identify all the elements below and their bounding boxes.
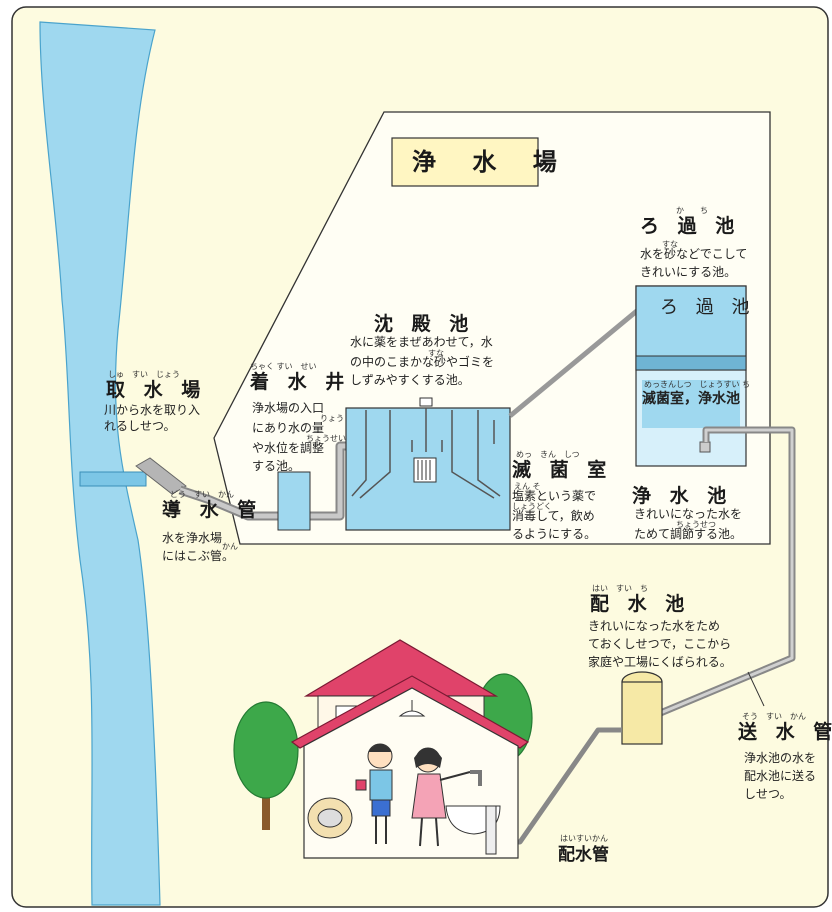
disinfection-tank-ruby: めっきんしつ じょうすい ち bbox=[644, 380, 751, 389]
clean-reservoir-heading: 浄 水 池 bbox=[632, 485, 733, 507]
filtration-ruby: か ち bbox=[676, 206, 708, 215]
mixer-motor bbox=[419, 397, 433, 407]
filtration-desc-1: 水を砂などでこして bbox=[640, 247, 748, 261]
sedimentation-heading: 沈 殿 池 bbox=[374, 313, 475, 335]
sediment-grille bbox=[413, 457, 437, 483]
clean-reservoir-desc-2: ためて調節する池。 bbox=[634, 527, 743, 541]
sedimentation-desc-1: 水に薬をまぜあわせて，水 bbox=[350, 335, 493, 349]
girl bbox=[411, 747, 471, 847]
distribution-reservoir-heading: 配 水 池 bbox=[590, 593, 691, 615]
conduit-desc-1: 水を浄水場 bbox=[162, 531, 223, 545]
transmission-pipe-inner bbox=[657, 428, 794, 716]
intake-ruby: しゅ すい じょう bbox=[108, 370, 180, 379]
disinfection-ruby-1: えん そ bbox=[514, 482, 541, 491]
disinfection-heading: 滅 菌 室 bbox=[512, 459, 613, 481]
intake-desc-1: 川から水を取り入 bbox=[104, 403, 201, 417]
disinfection-desc-1: 塩素という薬で bbox=[512, 489, 597, 503]
receiving-well-desc-3: や水位を調整 bbox=[252, 441, 325, 455]
conduit-ruby: どう すい かん bbox=[170, 490, 234, 499]
disinfection-tank-label: 滅菌室，浄水池 bbox=[642, 391, 740, 407]
distribution-reservoir-desc-2: ておくしせつで，ここから bbox=[588, 637, 732, 651]
receiving-well-desc-2: にあり水の量 bbox=[252, 421, 325, 435]
intake-desc-2: れるしせつ。 bbox=[104, 419, 176, 433]
outlet-valve bbox=[699, 441, 711, 453]
transmission-desc-1: 浄水池の水を bbox=[744, 751, 817, 765]
filtration-ruby-small: すな bbox=[662, 240, 678, 249]
intake-heading: 取 水 場 bbox=[106, 379, 207, 401]
sedimentation-desc-3: しずみやすくする池。 bbox=[350, 373, 470, 387]
sedimentation-desc-2: の中のこまかな砂やゴミを bbox=[350, 355, 495, 369]
faucet-and-sink bbox=[445, 770, 501, 855]
intake-weir bbox=[79, 471, 147, 487]
filtration-desc-2: きれいにする池。 bbox=[640, 265, 737, 279]
disinfection-ruby: めっ きん しつ bbox=[516, 450, 580, 459]
receiving-well-desc-4: する池。 bbox=[252, 459, 301, 473]
settled-water-pipe bbox=[508, 298, 652, 418]
clean-reservoir-ruby: ちょうせつ bbox=[676, 520, 716, 529]
conduit-heading: 導 水 管 bbox=[162, 499, 263, 521]
tree-left bbox=[233, 701, 299, 830]
title-box bbox=[391, 137, 539, 187]
disinfection-ruby-2: しょうどく bbox=[512, 502, 552, 511]
boy bbox=[355, 743, 393, 844]
page-title: 浄 水 場 bbox=[412, 148, 571, 176]
distribution-reservoir bbox=[621, 681, 663, 745]
receiving-well-ruby-1: りょう bbox=[320, 414, 344, 423]
grille-lines bbox=[417, 460, 431, 480]
distribution-pipe-heading: 配水管 bbox=[558, 845, 609, 865]
receiving-well-desc-1: 浄水場の入口 bbox=[252, 401, 325, 415]
conduit-desc-2: にはこぶ管。 bbox=[162, 549, 235, 563]
distribution-pipe-ruby: はいすいかん bbox=[560, 834, 608, 843]
receiving-well-heading: 着 水 井 bbox=[250, 371, 351, 393]
distribution-reservoir-desc-1: きれいになった水をため bbox=[588, 619, 721, 633]
disinfection-desc-3: るようにする。 bbox=[512, 527, 597, 541]
transmission-heading: 送 水 管 bbox=[738, 721, 832, 743]
intake-pipe bbox=[135, 457, 187, 495]
armchair-with-cat bbox=[307, 797, 353, 839]
filter-sand-layer bbox=[635, 355, 747, 371]
transmission-desc-3: しせつ。 bbox=[744, 787, 792, 801]
transmission-leader bbox=[747, 671, 765, 707]
river bbox=[39, 21, 161, 906]
filtration-heading: ろ 過 池 bbox=[640, 215, 741, 237]
sedimentation-baffles bbox=[351, 408, 501, 499]
receiving-well-ruby-2: ちょうせい bbox=[306, 434, 346, 443]
filtration-tank-label: ろ 過 池 bbox=[660, 297, 756, 318]
clean-reservoir-desc-1: きれいになった水を bbox=[634, 507, 743, 521]
sedimentation-ruby: すな bbox=[428, 349, 444, 358]
receiving-well-ruby: ちゃく すい せい bbox=[250, 362, 317, 371]
clean-water-tank bbox=[642, 380, 740, 428]
distribution-reservoir-desc-3: 家庭や工場にくばられる。 bbox=[588, 655, 732, 669]
receiving-well bbox=[277, 471, 311, 531]
transmission-ruby: そう すい かん bbox=[742, 712, 806, 721]
disinfection-desc-2: 消毒して，飲め bbox=[512, 509, 595, 523]
transmission-desc-2: 配水池に送る bbox=[744, 769, 817, 783]
distribution-reservoir-ruby: はい すい ち bbox=[592, 584, 648, 593]
conduit-ruby-small: かん bbox=[222, 542, 238, 551]
